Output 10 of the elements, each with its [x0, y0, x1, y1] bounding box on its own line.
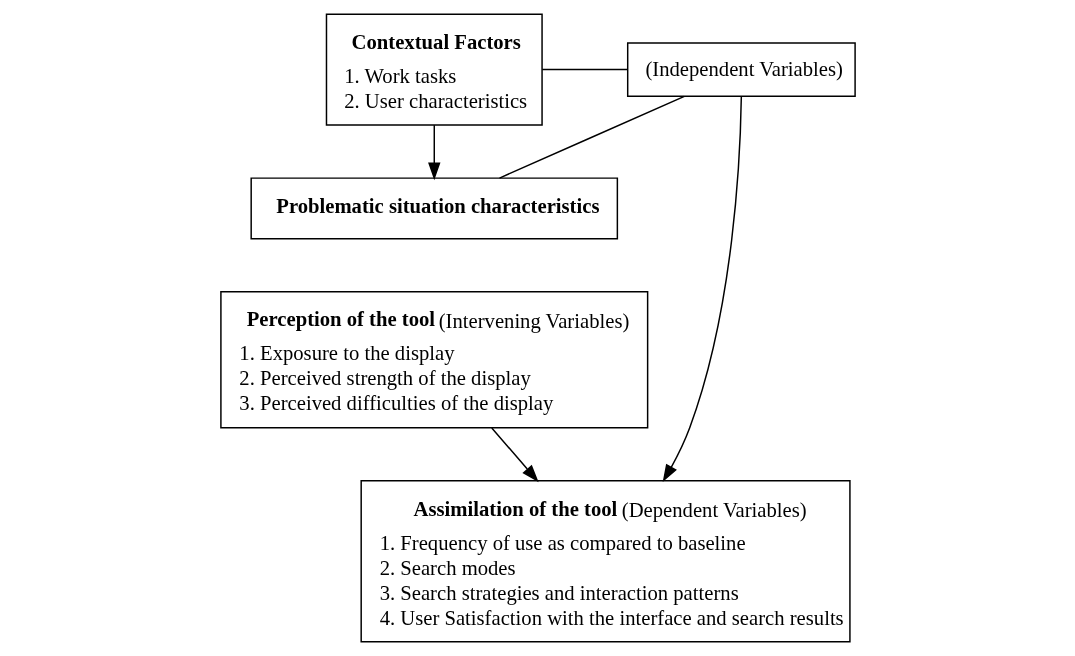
node-box: Problematic situation characteristics	[249, 177, 618, 240]
node-box: Contextual Factors 1. Work tasks 2. User characteristics	[325, 13, 543, 126]
node-box: (Independent Variables)	[626, 42, 856, 97]
connector	[498, 95, 685, 179]
arrow	[490, 427, 539, 483]
arrow	[427, 124, 440, 181]
node-box: Assimilation of the tool (Dependent Variables) 1. Frequency of use as compared to baseline 2. Search modes 3. Search strategies and interaction patterns 4. User Satisfaction with the interface and search results	[359, 480, 851, 643]
connector	[541, 68, 628, 71]
node-box: Perception of the tool (Intervening Variables) 1. Exposure to the display 2. Perceived strength of the display 3. Perceived difficulties of the display	[219, 291, 648, 429]
arrow	[662, 95, 742, 483]
